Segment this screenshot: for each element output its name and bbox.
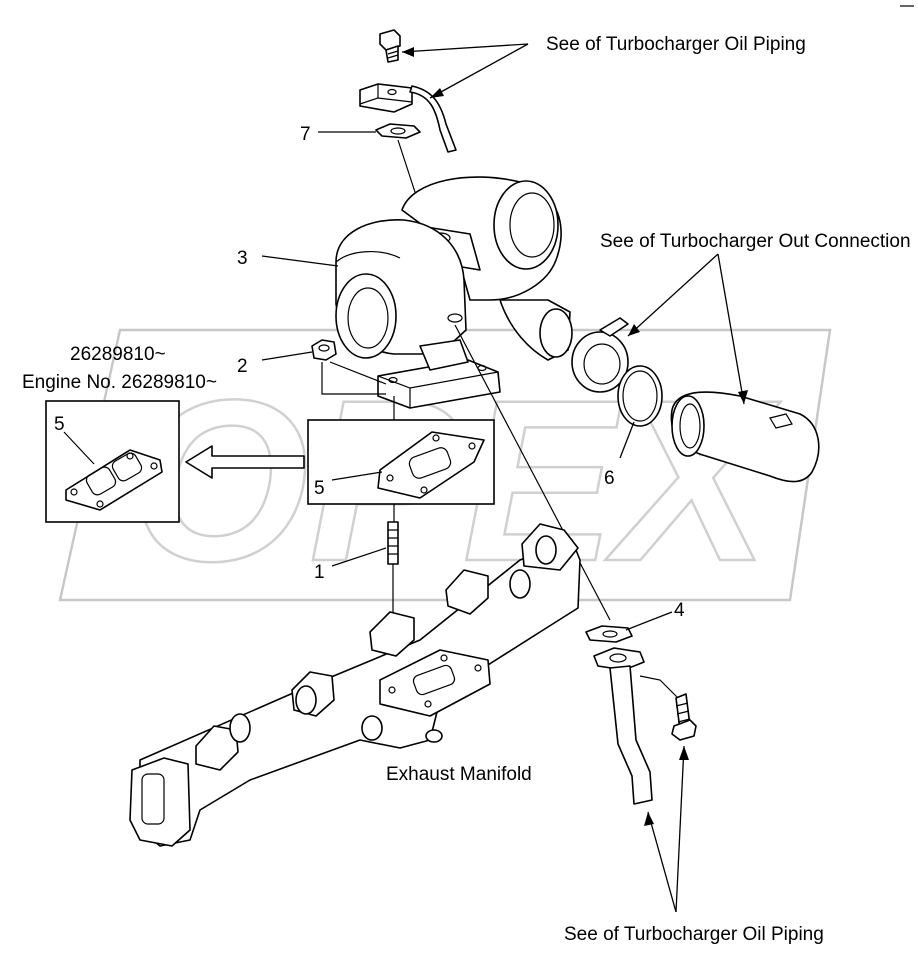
label-out-connection: See of Turbocharger Out Connection [600,231,911,252]
drain-bolt [671,693,697,741]
nut [311,339,337,361]
oil-inlet-pipe [409,85,457,153]
oil-inlet-flange [359,83,413,113]
stud [387,521,399,565]
label-engine-no: Engine No. 26289810~ [22,372,217,393]
callout-4: 4 [674,600,685,621]
label-exhaust-manifold: Exhaust Manifold [386,764,532,785]
inset-gasket-box [45,400,180,523]
o-ring [617,365,663,427]
label-oil-piping-top: See of Turbocharger Oil Piping [546,34,806,55]
leaders [261,43,748,913]
label-serial: 26289810~ [70,344,166,365]
replace-arrow [185,445,305,479]
callout-1: 1 [314,562,325,583]
v-band-clamp [571,317,629,393]
out-connection-pipe [670,391,820,483]
gasket-turbo-box [307,419,495,505]
callout-6: 6 [604,468,615,489]
callout-7: 7 [300,124,311,145]
turbocharger [335,176,573,409]
gasket-oil-inlet [375,123,421,139]
callout-3: 3 [237,248,248,269]
label-oil-piping-bottom: See of Turbocharger Oil Piping [564,924,824,945]
callout-5-inset: 5 [54,414,65,435]
exhaust-manifold [129,523,581,847]
oil-drain-pipe [593,647,681,805]
oil-inlet-bolt [379,29,401,63]
callout-2: 2 [237,356,248,377]
callout-5: 5 [314,478,325,499]
gasket-drain [585,625,633,643]
